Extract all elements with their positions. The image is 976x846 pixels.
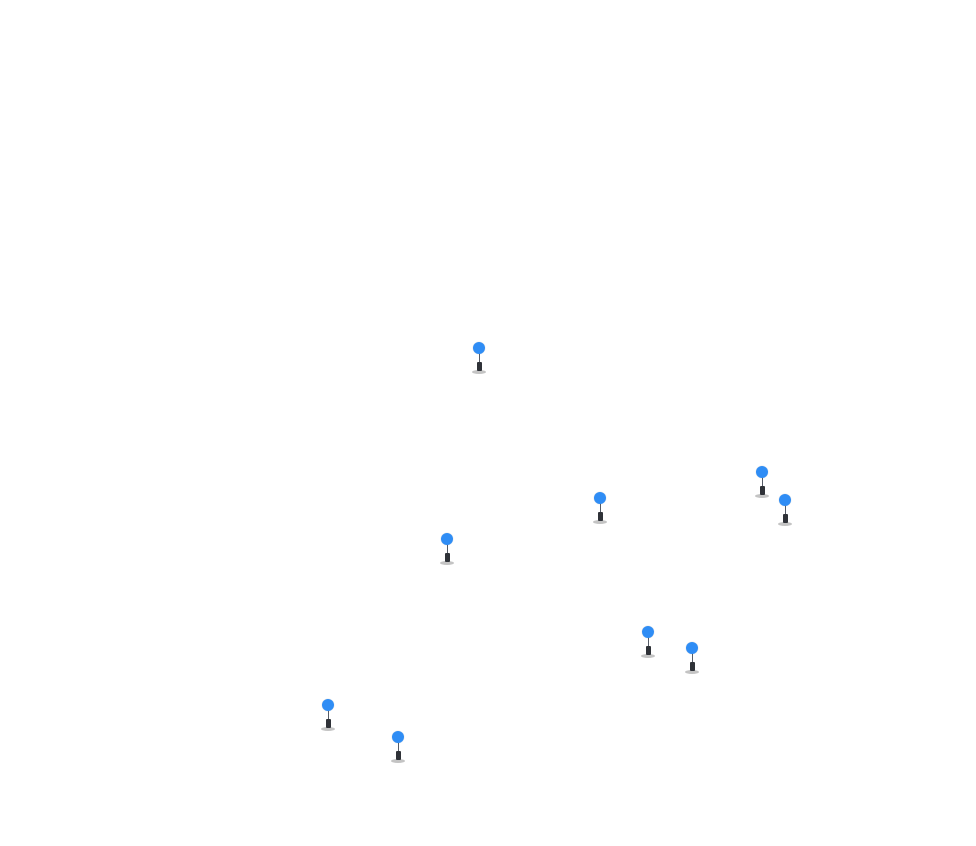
pin-shadow	[778, 521, 792, 526]
pin-stem	[327, 710, 329, 719]
pin-stem	[397, 742, 399, 751]
pin-head	[686, 642, 698, 654]
pin-stem	[599, 503, 601, 512]
pin-head	[756, 466, 768, 478]
map-pin-icon[interactable]	[754, 466, 770, 498]
pin-shadow	[472, 369, 486, 374]
pin-stem	[478, 353, 480, 362]
pin-shadow	[755, 493, 769, 498]
map-pin-icon[interactable]	[471, 342, 487, 374]
map-pin-icon[interactable]	[390, 731, 406, 763]
pin-base	[759, 486, 765, 495]
pin-stem	[647, 637, 649, 646]
map-pin-icon[interactable]	[640, 626, 656, 658]
pin-base	[689, 662, 695, 671]
pin-shadow	[440, 560, 454, 565]
pin-shadow	[593, 519, 607, 524]
pin-head	[322, 699, 334, 711]
map-pin-icon[interactable]	[777, 494, 793, 526]
pin-head	[392, 731, 404, 743]
map-pin-icon[interactable]	[439, 533, 455, 565]
pin-base	[395, 751, 401, 760]
pin-base	[444, 553, 450, 562]
pin-base	[782, 514, 788, 523]
pin-shadow	[685, 669, 699, 674]
pin-base	[476, 362, 482, 371]
map-pin-icon[interactable]	[320, 699, 336, 731]
pin-head	[594, 492, 606, 504]
pin-head	[473, 342, 485, 354]
pin-stem	[691, 653, 693, 662]
pin-stem	[784, 505, 786, 514]
pin-head	[642, 626, 654, 638]
pin-base	[597, 512, 603, 521]
pin-shadow	[391, 758, 405, 763]
pin-head	[779, 494, 791, 506]
pin-base	[645, 646, 651, 655]
pin-head	[441, 533, 453, 545]
pin-stem	[446, 544, 448, 553]
pin-stem	[761, 477, 763, 486]
pin-shadow	[321, 726, 335, 731]
pin-shadow	[641, 653, 655, 658]
pin-base	[325, 719, 331, 728]
map-pin-icon[interactable]	[592, 492, 608, 524]
map-pin-icon[interactable]	[684, 642, 700, 674]
